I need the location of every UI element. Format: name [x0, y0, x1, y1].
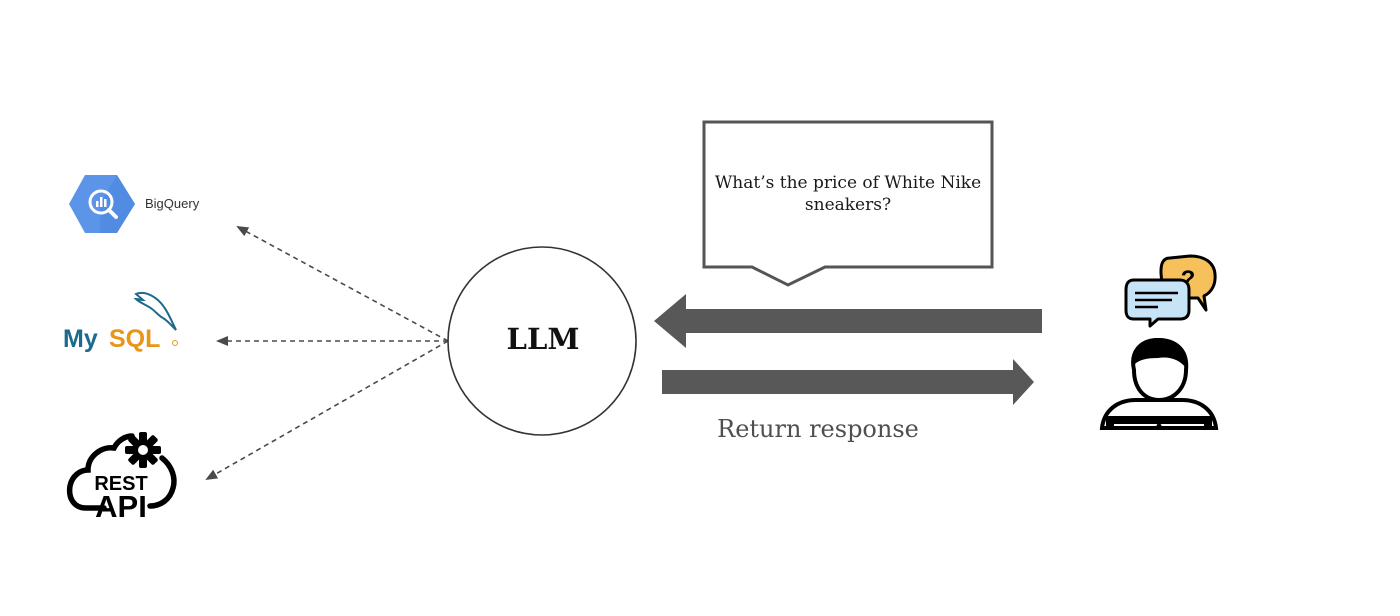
bigquery-label: BigQuery — [145, 196, 200, 211]
chat-bubble-icon — [1124, 278, 1191, 328]
rest-text: REST — [94, 473, 147, 495]
query-bubble-text: What’s the price of White Nike sneakers? — [714, 173, 982, 215]
llm-node — [447, 246, 637, 436]
request-arrow — [654, 294, 1042, 348]
user-at-laptop-icon — [1099, 337, 1219, 430]
return-response-label: Return response — [717, 415, 919, 443]
connector-rest-api — [205, 340, 449, 480]
llm-label: LLM — [506, 322, 580, 356]
mysql-my-text: My — [63, 325, 98, 353]
mysql-logo: My SQL — [63, 292, 178, 353]
mysql-sql-text: SQL — [109, 325, 160, 353]
api-text: API — [95, 489, 147, 524]
cloud-gear-icon — [66, 432, 177, 511]
connector-bigquery — [236, 226, 449, 342]
mysql-dolphin-icon — [133, 292, 177, 331]
bigquery-logo-icon — [69, 175, 135, 233]
query-speech-bubble — [702, 120, 994, 287]
response-arrow — [662, 359, 1034, 405]
